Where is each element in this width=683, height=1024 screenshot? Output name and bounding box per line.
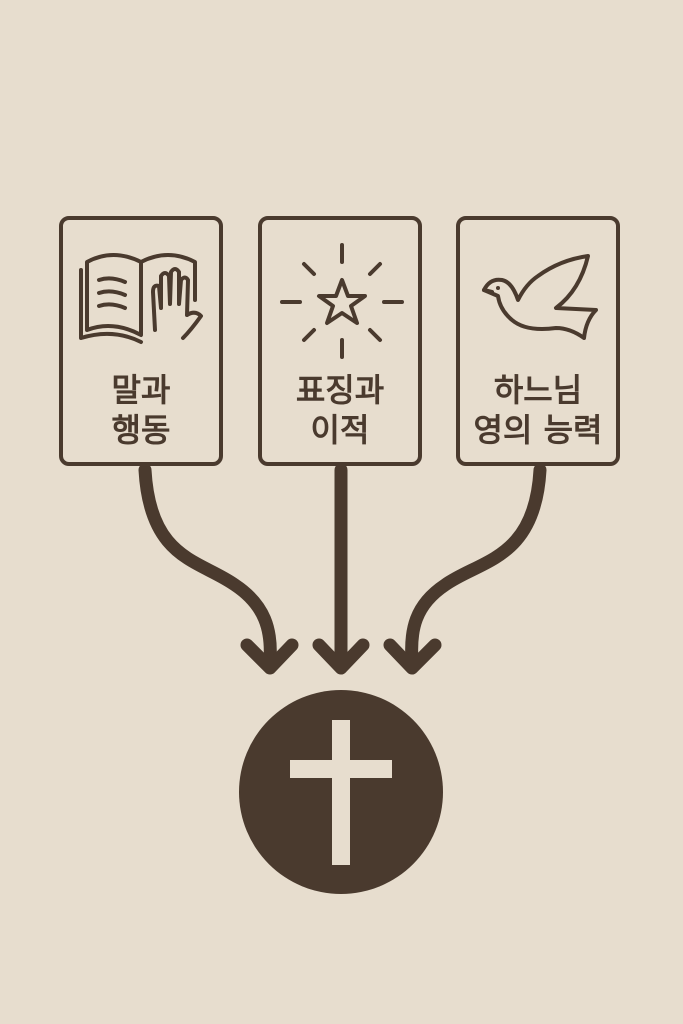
arrow-left-head [240,638,299,675]
label-line-2: 영의 능력 [473,411,603,449]
label-line-1: 하느님 [493,371,583,409]
card-label: 말과 행동 [63,370,219,450]
label-line-2: 행동 [111,411,171,449]
arrow-right [405,463,547,667]
card-signs-wonders: 표징과 이적 [258,216,422,466]
card-words-deeds: 말과 행동 [59,216,223,466]
label-line-1: 표징과 [295,371,385,409]
arrow-middle-head [312,638,370,675]
label-line-1: 말과 [111,371,171,409]
cross-icon [290,720,392,865]
dove-icon [482,254,598,340]
card-label: 표징과 이적 [262,370,418,450]
book-hand-icon [79,253,203,344]
card-spirit-power: 하느님 영의 능력 [456,216,620,466]
label-line-2: 이적 [310,411,370,449]
arrow-right-head [383,638,442,675]
arrow-left [138,463,277,667]
shining-star-icon [280,243,404,359]
card-label: 하느님 영의 능력 [460,370,616,450]
